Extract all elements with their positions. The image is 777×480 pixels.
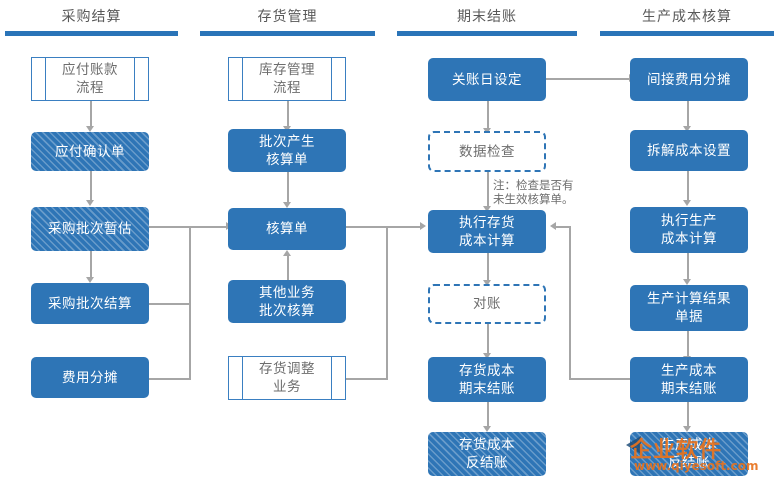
column-title-purchase-settlement: 采购结算 xyxy=(61,9,122,25)
node-inventory-mgmt-process-label: 库存管理 流程 xyxy=(259,62,315,96)
column-rule-purchase-settlement xyxy=(5,31,178,36)
node-purchase-batch-settle[interactable]: 采购批次结算 xyxy=(31,283,149,324)
connector-other-business-to-accounting-voucher xyxy=(287,255,289,280)
arrowhead-inventory-cost-calc-top xyxy=(482,206,491,212)
node-accounting-voucher[interactable]: 核算单 xyxy=(228,208,346,250)
node-closing-date-setting[interactable]: 关账日设定 xyxy=(428,58,546,101)
connector-col1-vertical-rail xyxy=(189,226,191,380)
node-inventory-cost-unclose-label: 存货成本 反结账 xyxy=(459,437,515,471)
node-inventory-cost-close[interactable]: 存货成本 期末结账 xyxy=(428,357,546,402)
node-purchase-batch-estimate-label: 采购批次暂估 xyxy=(48,221,132,237)
arrowhead-inventory-cost-calc-left xyxy=(420,221,426,230)
arrowhead-inventory-cost-close xyxy=(482,353,491,359)
connector-batch-estimate-to-batch-settle xyxy=(90,251,92,279)
node-inventory-cost-close-label: 存货成本 期末结账 xyxy=(459,362,515,397)
node-batch-generate-voucher-label: 批次产生 核算单 xyxy=(259,133,315,168)
node-split-cost-setting[interactable]: 拆解成本设置 xyxy=(630,130,748,171)
node-indirect-expense-allocation[interactable]: 间接费用分摊 xyxy=(630,58,748,101)
connector-inventory-adjust-rail xyxy=(345,378,387,380)
node-production-cost-close-label: 生产成本 期末结账 xyxy=(661,362,717,397)
node-purchase-batch-settle-label: 采购批次结算 xyxy=(48,295,132,312)
connector-batch-estimate-to-accounting-voucher xyxy=(148,226,226,228)
column-title-period-end-closing: 期末结账 xyxy=(457,9,517,25)
node-ap-process-label: 应付账款 流程 xyxy=(62,62,118,96)
arrowhead-run-production-cost-calc xyxy=(682,200,691,206)
node-other-business-batch-label: 其他业务 批次核算 xyxy=(259,284,315,319)
connector-production-cost-close-feedback-v xyxy=(569,226,571,380)
arrowhead-accounting-voucher-bottom xyxy=(282,250,291,256)
node-batch-generate-voucher[interactable]: 批次产生 核算单 xyxy=(228,129,346,172)
node-data-check[interactable]: 数据检查 xyxy=(428,131,546,172)
arrowhead-split-cost-setting xyxy=(682,126,691,132)
connector-batch-settle-rail xyxy=(148,303,190,305)
node-expense-allocation[interactable]: 费用分摊 xyxy=(31,357,149,398)
connector-inventory-process-to-batch-generate xyxy=(287,101,289,128)
node-purchase-batch-estimate[interactable]: 采购批次暂估 xyxy=(31,207,149,251)
node-ap-confirm[interactable]: 应付确认单 xyxy=(31,132,149,171)
node-closing-date-setting-label: 关账日设定 xyxy=(452,71,522,88)
node-reconciliation[interactable]: 对账 xyxy=(428,284,546,324)
node-run-inventory-cost-calc[interactable]: 执行存货 成本计算 xyxy=(428,210,546,253)
node-production-cost-close[interactable]: 生产成本 期末结账 xyxy=(630,357,748,402)
connector-inventory-cost-calc-to-reconciliation xyxy=(487,253,489,282)
connector-expense-allocation-rail xyxy=(148,378,190,380)
arrowhead-reconciliation xyxy=(482,280,491,286)
node-other-business-batch[interactable]: 其他业务 批次核算 xyxy=(228,280,346,323)
connector-indirect-expense-to-split-cost xyxy=(687,101,689,128)
arrowhead-production-calc-result-doc xyxy=(682,279,691,285)
node-split-cost-setting-label: 拆解成本设置 xyxy=(647,142,731,159)
node-production-calc-result-doc-label: 生产计算结果 单据 xyxy=(647,291,731,325)
arrowhead-purchase-batch-settle xyxy=(85,277,94,283)
column-rule-production-cost-accounting xyxy=(600,31,774,36)
connector-accounting-voucher-to-inventory-cost-calc xyxy=(345,226,420,228)
connector-feedback-into-inventory-cost-calc xyxy=(556,226,570,228)
connector-ap-confirm-to-batch-estimate xyxy=(90,171,92,202)
connector-production-cost-close-to-unclose xyxy=(687,402,689,428)
node-inventory-adjust-business-label: 存货调整 业务 xyxy=(259,361,315,395)
node-inventory-cost-unclose[interactable]: 存货成本 反结账 xyxy=(428,432,546,476)
connector-col2-vertical-rail xyxy=(386,226,388,380)
connector-production-cost-calc-to-result-doc xyxy=(687,253,689,281)
node-indirect-expense-allocation-label: 间接费用分摊 xyxy=(647,71,731,88)
note-data-check: 注：检查是否有 未生效核算单。 xyxy=(493,178,574,206)
node-production-cost-unclose[interactable]: 生产成本 反结账 xyxy=(630,432,748,476)
arrowhead-inventory-cost-unclose xyxy=(482,426,491,432)
connector-batch-generate-to-accounting-voucher xyxy=(287,172,289,204)
arrowhead-purchase-batch-estimate xyxy=(85,200,94,206)
arrowhead-accounting-voucher-top xyxy=(282,202,291,208)
connector-split-cost-to-production-cost-calc xyxy=(687,171,689,202)
column-title-inventory-management: 存货管理 xyxy=(257,9,318,25)
column-rule-period-end-closing xyxy=(397,31,577,36)
node-run-inventory-cost-calc-label: 执行存货 成本计算 xyxy=(459,214,515,249)
arrowhead-inventory-cost-calc-right xyxy=(550,221,556,230)
node-production-calc-result-doc[interactable]: 生产计算结果 单据 xyxy=(630,285,748,331)
arrowhead-production-cost-unclose xyxy=(682,426,691,432)
connector-inventory-cost-close-to-unclose xyxy=(487,402,489,428)
node-data-check-label: 数据检查 xyxy=(459,143,515,160)
node-inventory-adjust-business[interactable]: 存货调整 业务 xyxy=(228,356,346,400)
node-production-cost-unclose-label: 生产成本 反结账 xyxy=(661,437,717,471)
connector-reconciliation-to-inventory-cost-close xyxy=(487,324,489,355)
node-ap-process[interactable]: 应付账款 流程 xyxy=(31,57,149,101)
column-title-production-cost-accounting: 生产成本核算 xyxy=(642,9,732,25)
node-accounting-voucher-label: 核算单 xyxy=(266,221,308,237)
arrowhead-ap-confirm xyxy=(85,126,94,132)
node-run-production-cost-calc[interactable]: 执行生产 成本计算 xyxy=(630,207,748,253)
connector-production-cost-close-feedback-h xyxy=(570,378,632,380)
node-reconciliation-label: 对账 xyxy=(473,296,501,312)
node-expense-allocation-label: 费用分摊 xyxy=(62,369,118,386)
connector-closing-date-to-indirect-expense xyxy=(545,78,631,80)
node-run-production-cost-calc-label: 执行生产 成本计算 xyxy=(661,213,717,247)
connector-ap-process-to-ap-confirm xyxy=(90,101,92,128)
connector-result-doc-to-production-cost-close xyxy=(687,331,689,358)
node-ap-confirm-label: 应付确认单 xyxy=(55,143,125,160)
node-inventory-mgmt-process[interactable]: 库存管理 流程 xyxy=(228,57,346,101)
connector-closing-date-to-data-check xyxy=(487,101,489,131)
column-rule-inventory-management xyxy=(200,31,375,36)
connector-data-check-to-inventory-cost-calc xyxy=(487,172,489,208)
